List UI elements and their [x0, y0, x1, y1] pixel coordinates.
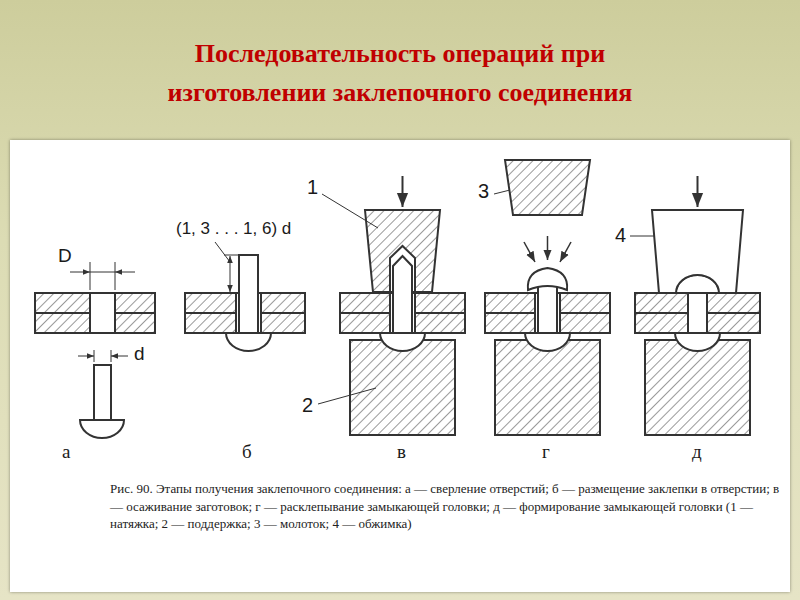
drawing-path: [652, 210, 743, 293]
leader-line: [215, 242, 230, 262]
drawing-g: [35, 160, 760, 438]
slide-title: Последовательность операций при изготовл…: [120, 34, 680, 112]
drawing-line: [494, 190, 510, 194]
drawing-line: [560, 242, 571, 262]
stage-b: [185, 242, 305, 351]
drawing-line: [90, 272, 115, 273]
stage-v: [318, 176, 465, 435]
dimension-label: (1, 3 . . . 1, 6) d: [176, 220, 291, 239]
drawing-line: [224, 255, 239, 256]
drawing-path: [226, 333, 271, 351]
dimension-label: d: [134, 344, 145, 365]
drawing-line: [402, 176, 404, 207]
drawing-line: [322, 194, 378, 228]
drawing-rect: [645, 340, 750, 435]
drawing-rect: [538, 285, 557, 333]
drawing-line: [90, 262, 91, 290]
drawing-rect: [688, 293, 707, 333]
drawing-path: [525, 333, 570, 351]
callout-number: 2: [302, 394, 313, 416]
drawing-path: [80, 420, 124, 438]
drawing-line: [230, 265, 231, 282]
figure-caption: Рис. 90. Этапы получения заклепочного со…: [110, 480, 782, 533]
stage-g: [485, 160, 610, 435]
drawing-line: [524, 242, 535, 262]
drawing-rect: [90, 293, 115, 333]
drawing-path: [528, 268, 567, 290]
drawing-path: [505, 160, 590, 215]
stage-a: [35, 262, 155, 438]
drawing-line: [630, 236, 654, 237]
drawing-line: [78, 356, 94, 357]
dimension-label: D: [58, 246, 72, 267]
drawing-line: [115, 272, 135, 273]
drawing-line: [318, 388, 376, 404]
stage-d: [630, 176, 760, 435]
drawing-rect: [239, 255, 258, 333]
drawing-line: [547, 236, 549, 260]
callout-number: 3: [478, 180, 489, 202]
drawing-rect: [350, 340, 455, 435]
stage-letter: а: [62, 442, 70, 463]
callout-number: 4: [615, 224, 626, 246]
drawing-line: [70, 272, 90, 273]
drawing-line: [230, 282, 231, 292]
drawing-line: [111, 356, 128, 357]
stage-letter: в: [397, 442, 406, 463]
drawing-line: [697, 176, 699, 207]
drawing-path: [380, 333, 425, 351]
drawing-path: [393, 256, 412, 333]
stage-letter: б: [242, 442, 252, 463]
stage-letter: г: [542, 442, 550, 463]
drawing-rect: [94, 365, 111, 420]
drawing-line: [230, 256, 231, 265]
drawing-path: [675, 333, 720, 351]
stage-letter: д: [692, 442, 702, 463]
drawing-rect: [495, 340, 600, 435]
drawing-line: [115, 262, 116, 290]
callout-number: 1: [307, 176, 318, 198]
